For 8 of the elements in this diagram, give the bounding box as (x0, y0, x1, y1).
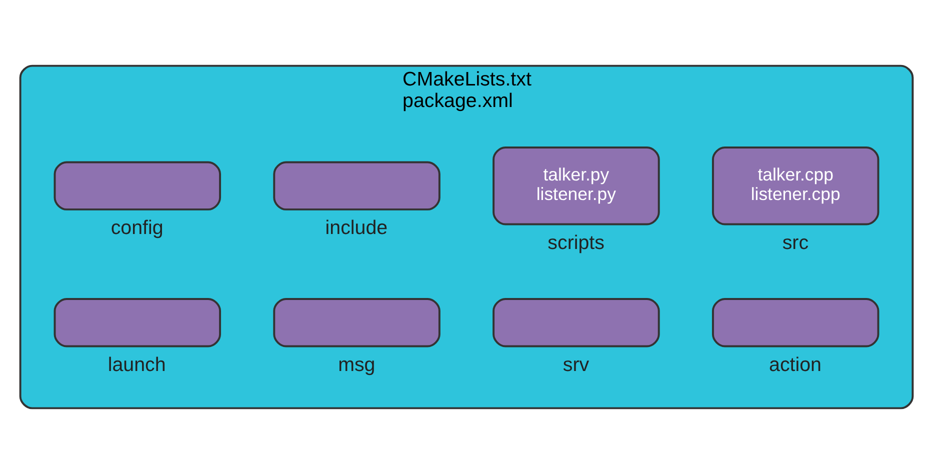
node-label: src (782, 231, 809, 254)
node-label: scripts (548, 231, 604, 254)
node-label: msg (338, 353, 376, 376)
node-label: include (325, 216, 388, 239)
node-label: srv (562, 353, 590, 376)
node-label: launch (108, 353, 166, 376)
node-label: action (769, 353, 822, 376)
node-label: config (110, 216, 164, 239)
